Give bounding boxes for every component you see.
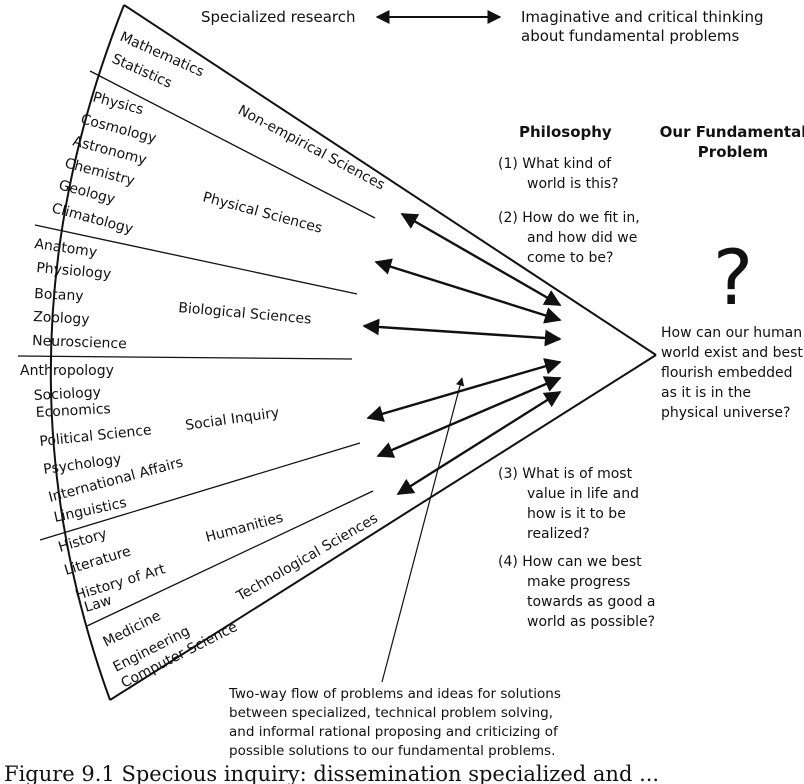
philosophy-q3-line1: (3) What is of most [498,466,633,482]
group-non-empirical-sciences: Non-empirical Sciences [235,102,387,193]
subject-sociology: Sociology [33,384,101,403]
group-physical-sciences: Physical Sciences [201,189,324,236]
subject-law: Law [82,592,113,615]
note-line3: and informal rational proposing and crit… [229,724,559,740]
group-humanities: Humanities [204,510,285,546]
divider-physical-biological [34,224,358,295]
fundamental-text-line5: physical universe? [661,405,790,421]
philosophy-q2-line1: (2) How do we fit in, [498,210,640,226]
philosophy-q2-line3: come to be? [527,250,613,266]
subject-anatomy: Anatomy [33,236,98,261]
two-way-arrows [362,212,562,683]
subject-climatology: Climatology [50,200,135,237]
fundamental-heading-1: Our Fundamental [660,123,804,141]
group-social-inquiry: Social Inquiry [184,405,280,434]
philosophy-q4-line4: world as possible? [527,614,655,630]
arrow-biological [362,318,562,347]
arrow-physical [374,258,562,324]
figure-caption: Figure 9.1 Specious inquiry: disseminati… [4,762,659,784]
arrow-technological [396,390,562,496]
fan-dividers [17,70,376,627]
fundamental-text-line1: How can our human [661,325,802,341]
subject-zoology: Zoology [33,309,90,328]
philosophy-q1-line2: world is this? [527,176,619,192]
pointer-arrow [381,377,465,683]
subject-botany: Botany [34,286,84,305]
subject-political-science: Political Science [39,422,153,450]
philosophy-q2-line2: and how did we [527,230,637,246]
imaginative-thinking-label-2: about fundamental problems [521,27,739,45]
divider-humanities-tech [86,490,374,627]
specialized-research-label: Specialized research [201,8,356,26]
subject-neuroscience: Neuroscience [32,333,127,352]
divider-social-humanities [39,442,361,541]
group-biological-sciences: Biological Sciences [178,300,312,328]
fundamental-text-line4: as it is in the [661,385,751,401]
philosophy-q4-line3: towards as good a [527,594,655,610]
fundamental-text-line2: world exist and best [661,345,803,361]
philosophy-q4-line1: (4) How can we best [498,554,642,570]
subject-economics: Economics [35,401,111,421]
divider-biological-social [17,355,353,360]
philosophy-heading: Philosophy [519,123,612,141]
fundamental-heading-2: Problem [698,143,768,161]
philosophy-q3-line4: realized? [527,526,590,542]
philosophy-q4-line2: make progress [527,574,630,590]
subject-physiology: Physiology [36,260,112,282]
subject-physics: Physics [91,89,145,118]
question-mark-icon: ? [713,233,753,322]
philosophy-q3-line2: value in life and [527,486,639,502]
note-line4: possible solutions to our fundamental pr… [229,743,555,759]
note-line2: between specialized, technical problem s… [229,705,553,721]
divider-math-physical [89,70,376,219]
imaginative-thinking-label-1: Imaginative and critical thinking [521,8,763,26]
philosophy-q1-line1: (1) What kind of [498,156,612,172]
fan-edge-bottom [109,354,657,701]
note-line1: Two-way flow of problems and ideas for s… [228,686,561,702]
fan-outline [49,4,657,701]
subject-anthropology: Anthropology [20,363,114,379]
philosophy-q3-line3: how is it to be [527,506,626,522]
fundamental-text-line3: flourish embedded [661,365,793,381]
fan-edge-top [123,4,657,356]
outer-arc [49,4,125,701]
